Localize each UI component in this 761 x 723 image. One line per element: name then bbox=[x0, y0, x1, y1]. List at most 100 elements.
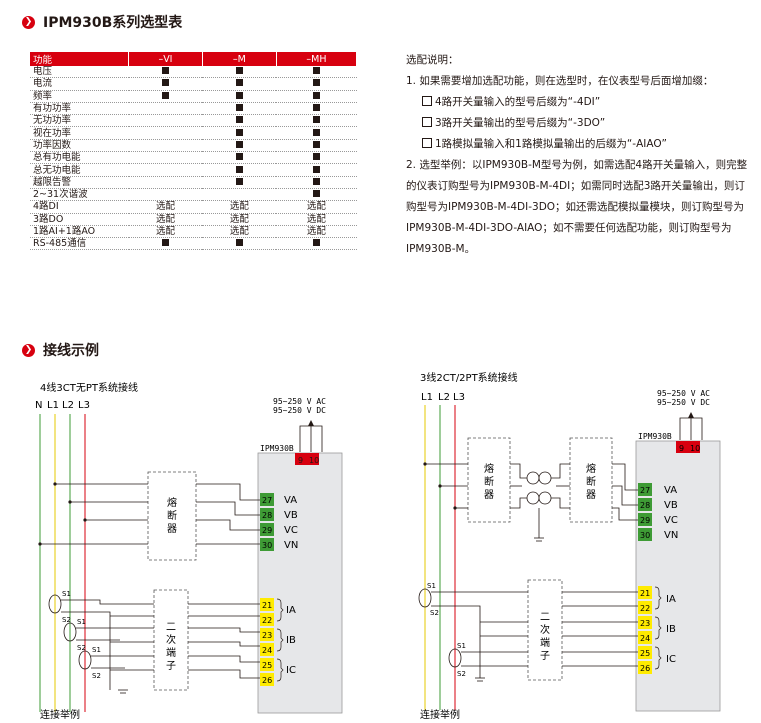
check-square-icon bbox=[235, 116, 243, 124]
fuse-label: 熔断器 bbox=[484, 462, 494, 501]
table-cell bbox=[202, 102, 277, 116]
table-cell-label: 有功功率 bbox=[30, 102, 129, 116]
terminal-number: 27 bbox=[262, 496, 272, 505]
terminal-number: 24 bbox=[640, 634, 650, 643]
checkbox-icon bbox=[422, 96, 432, 106]
table-cell bbox=[276, 114, 357, 128]
table-cell-label: 电流 bbox=[30, 77, 129, 91]
section-title-selection: ❯ IPM930B系列选型表 bbox=[22, 12, 182, 32]
table-row: 无功功率 bbox=[30, 114, 357, 128]
option-text: 4路开关量输入的型号后缀为“-4DI” bbox=[435, 96, 601, 108]
check-square-icon bbox=[235, 153, 243, 161]
line-label: L3 bbox=[78, 400, 90, 411]
table-row: 越限告警 bbox=[30, 176, 357, 189]
table-cell bbox=[128, 237, 203, 251]
check-square-icon bbox=[235, 91, 243, 99]
check-square-icon bbox=[312, 79, 320, 87]
option-item: 3路开关量输出的型号后缀为“-3DO” bbox=[406, 113, 751, 134]
fuse-box bbox=[147, 471, 197, 561]
table-cell-label: 总有功电能 bbox=[30, 151, 129, 165]
ct-label: S2 bbox=[92, 672, 101, 680]
check-square-icon bbox=[312, 153, 320, 161]
table-cell bbox=[128, 77, 203, 91]
check-square-icon bbox=[235, 104, 243, 112]
power-label: 95~250 V AC bbox=[657, 389, 710, 398]
table-row: 频率 bbox=[30, 90, 357, 103]
secondary-label: 二次端子 bbox=[540, 612, 550, 662]
table-cell bbox=[128, 90, 203, 103]
selection-notes: 选配说明： 1. 如果需要增加选配功能，则在选型时，在仪表型号后面增加缀： 4路… bbox=[406, 50, 751, 260]
table-cell: 选配 bbox=[276, 213, 357, 226]
table-cell-label: 频率 bbox=[30, 90, 129, 103]
terminal-label: VC bbox=[284, 525, 298, 536]
terminal-label: VC bbox=[664, 515, 678, 526]
arrow-up-icon bbox=[308, 420, 314, 426]
diagram-title: 3线2CT/2PT系统接线 bbox=[420, 371, 518, 384]
wiring-diagram-right: 3线2CT/2PT系统接线 L1 L2 L3 95~250 V AC 95~25… bbox=[418, 371, 721, 721]
terminal-label: VN bbox=[284, 540, 298, 551]
ct-label: S2 bbox=[430, 609, 439, 617]
table-cell bbox=[202, 163, 277, 177]
table-cell-label: RS-485通信 bbox=[30, 237, 129, 251]
table-header-row: 功能 –VI –M –MH bbox=[30, 52, 358, 66]
table-cell-label: 无功功率 bbox=[30, 114, 129, 128]
check-square-icon bbox=[235, 128, 243, 136]
terminal-number: 21 bbox=[640, 589, 650, 598]
table-cell bbox=[276, 188, 357, 202]
pt-transformers bbox=[425, 463, 638, 542]
check-square-icon bbox=[312, 177, 320, 185]
table-cell-label: 总无功电能 bbox=[30, 163, 129, 177]
table-cell bbox=[202, 114, 277, 128]
table-cell bbox=[128, 66, 203, 79]
option-text: 1路模拟量输入和1路模拟量输出的后缀为“-AIAO” bbox=[435, 138, 667, 150]
table-row: 视在功率 bbox=[30, 126, 357, 140]
secondary-terminal-box bbox=[527, 579, 563, 681]
terminal-number: 23 bbox=[640, 619, 650, 628]
section-title-text: IPM930B系列选型表 bbox=[43, 15, 183, 31]
table-cell-label: 电压 bbox=[30, 66, 129, 79]
table-row: 总无功电能 bbox=[30, 163, 357, 177]
check-square-icon bbox=[235, 140, 243, 148]
terminal-label: IB bbox=[666, 624, 676, 635]
checkbox-icon bbox=[422, 138, 432, 148]
terminal-number: 29 bbox=[640, 516, 650, 525]
table-cell bbox=[276, 126, 357, 140]
ct-label: S2 bbox=[62, 616, 71, 624]
table-cell bbox=[128, 163, 203, 177]
terminal-number: 26 bbox=[262, 676, 272, 685]
terminal-label: VB bbox=[664, 500, 678, 511]
option-text: 3路开关量输出的型号后缀为“-3DO” bbox=[435, 117, 606, 129]
table-cell bbox=[128, 151, 203, 165]
check-square-icon bbox=[312, 67, 320, 75]
check-square-icon bbox=[312, 165, 320, 173]
arrow-up-icon bbox=[688, 412, 694, 418]
voltage-terminals: 27 28 29 30 VA VB VC VN bbox=[260, 493, 298, 551]
check-square-icon bbox=[235, 239, 243, 247]
table-row: 功率因数 bbox=[30, 139, 357, 153]
table-cell: 选配 bbox=[202, 225, 277, 239]
terminal-number: 27 bbox=[640, 486, 650, 495]
table-cell: 选配 bbox=[128, 225, 203, 239]
table-row: 2~31次谐波 bbox=[30, 188, 357, 202]
terminal-number: 9 bbox=[679, 444, 684, 453]
table-cell bbox=[202, 237, 277, 251]
diagram-title: 4线3CT无PT系统接线 bbox=[40, 381, 138, 394]
terminal-label: VA bbox=[664, 485, 677, 496]
section-title-wiring: ❯ 接线示例 bbox=[22, 340, 99, 360]
check-square-icon bbox=[235, 67, 243, 75]
table-cell bbox=[202, 90, 277, 103]
check-square-icon bbox=[161, 91, 169, 99]
table-cell bbox=[202, 126, 277, 140]
notes-line2: 2. 选型举例：以IPM930B-M型号为例，如需选配4路开关量输入，则完整的仪… bbox=[406, 159, 748, 255]
terminal-label: IA bbox=[666, 594, 676, 605]
fuse-box bbox=[569, 437, 613, 523]
fuse-label: 熔断器 bbox=[167, 496, 177, 535]
notes-line1: 1. 如果需要增加选配功能，则在选型时，在仪表型号后面增加缀： bbox=[406, 75, 714, 87]
terminal-number: 21 bbox=[262, 601, 272, 610]
terminal-number: 28 bbox=[640, 501, 650, 510]
terminal-number: 9 bbox=[298, 456, 303, 465]
device-name: IPM930B bbox=[260, 444, 294, 453]
terminal-number: 29 bbox=[262, 526, 272, 535]
